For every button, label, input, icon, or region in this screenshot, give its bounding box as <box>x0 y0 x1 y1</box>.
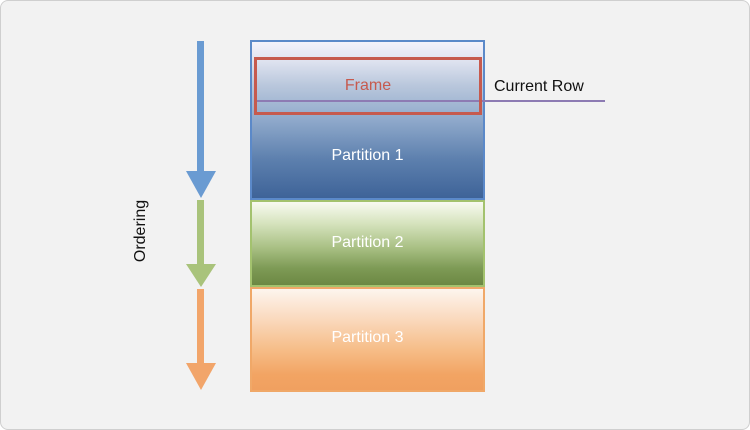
current-row-label: Current Row <box>494 78 584 95</box>
partition-2: Partition 2 <box>250 200 485 287</box>
current-row-line <box>254 100 605 102</box>
partition-3: Partition 3 <box>250 287 485 392</box>
ordering-arrow-1-head <box>186 171 216 198</box>
partition-1-label: Partition 1 <box>331 147 404 164</box>
ordering-arrow-3 <box>186 289 216 390</box>
partition-2-label: Partition 2 <box>331 234 404 251</box>
frame-box: Frame <box>254 57 482 115</box>
ordering-arrow-1-shaft <box>197 41 204 173</box>
ordering-arrow-1 <box>186 41 216 198</box>
ordering-arrow-3-head <box>186 363 216 390</box>
partition-1: Partition 1 <box>250 40 485 200</box>
ordering-label-text: Ordering <box>132 199 149 263</box>
ordering-label: Ordering <box>129 200 153 262</box>
partition-stack: Partition 1 Partition 2 Partition 3 <box>250 40 485 392</box>
partition-3-label: Partition 3 <box>331 329 404 346</box>
ordering-arrow-2-head <box>186 264 216 287</box>
frame-label: Frame <box>344 77 392 94</box>
ordering-arrow-3-shaft <box>197 289 204 365</box>
ordering-arrow-2 <box>186 200 216 287</box>
ordering-arrow-2-shaft <box>197 200 204 266</box>
